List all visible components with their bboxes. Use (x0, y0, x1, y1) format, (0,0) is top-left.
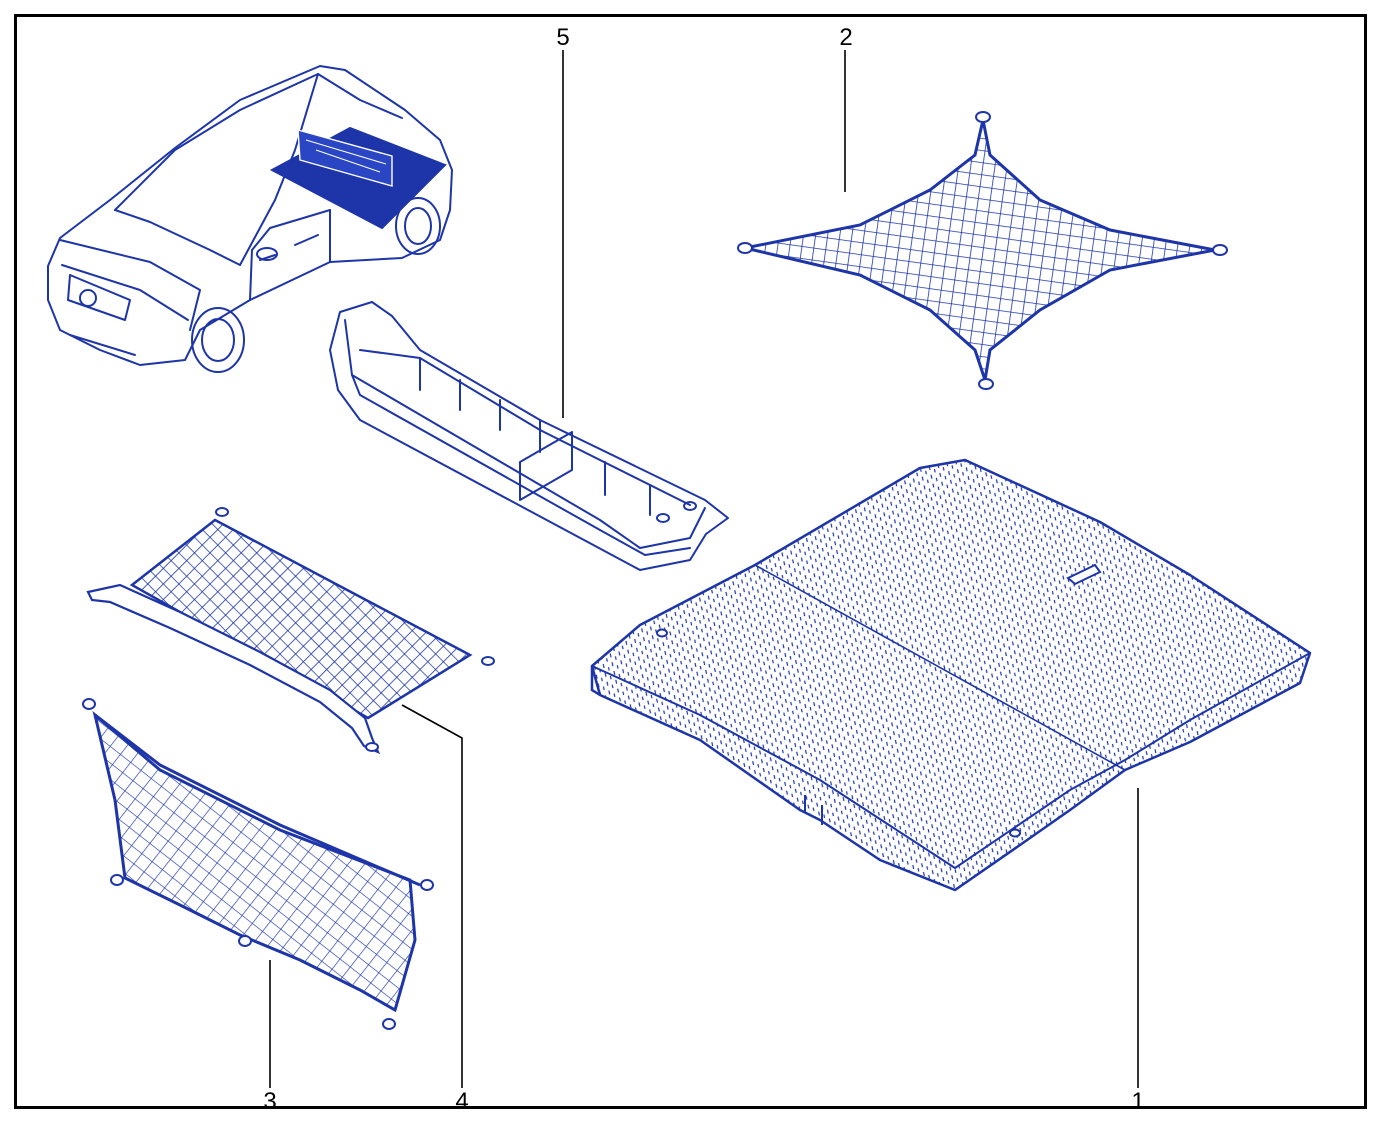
callout-3: 3 (263, 1088, 277, 1115)
car-illustration (47, 65, 453, 373)
part-4-cargo-net-bar (86, 507, 495, 755)
car-luggage-area-highlight (269, 126, 447, 230)
part-1-boot-floor-panel (590, 458, 1312, 892)
callout-4: 4 (455, 1088, 469, 1115)
callout-2: 2 (839, 24, 853, 51)
leader-line-4 (401, 704, 463, 1088)
callout-leader-lines (269, 50, 1139, 1088)
callout-1: 1 (1131, 1088, 1145, 1115)
part-2-cargo-net-square (737, 111, 1228, 390)
part-3-cargo-net-pocket (82, 698, 434, 1030)
part-5-storage-tray (329, 301, 729, 571)
callout-5: 5 (556, 24, 570, 51)
